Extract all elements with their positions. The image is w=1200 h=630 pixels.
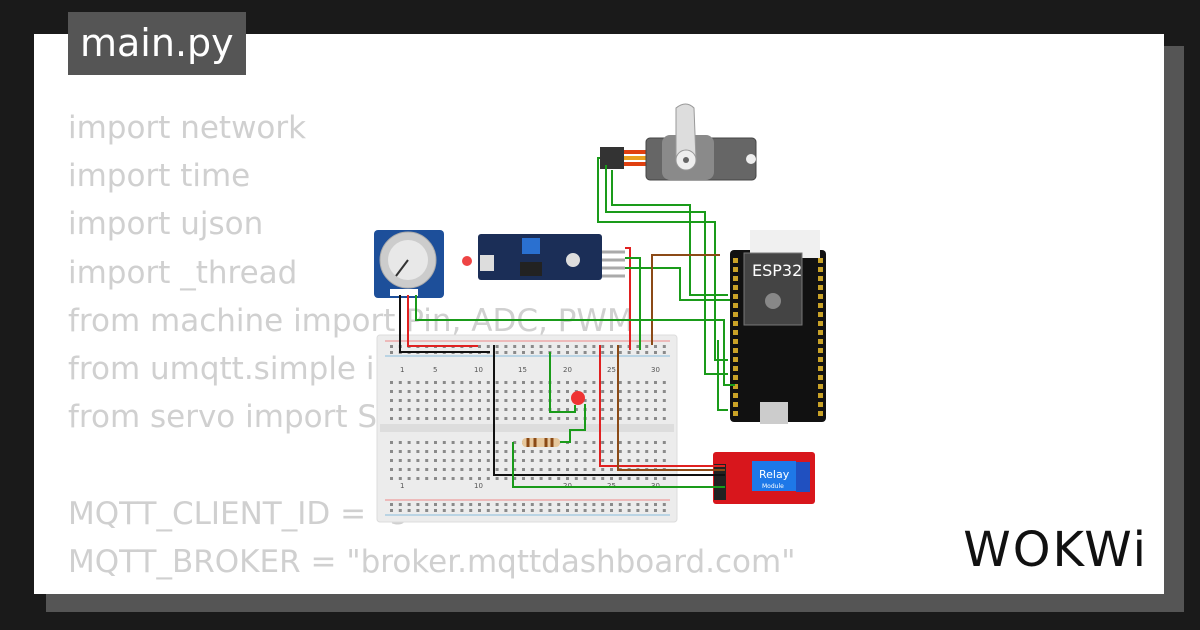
potentiometer[interactable] <box>374 230 444 298</box>
col-label-25: 25 <box>607 366 616 374</box>
code-line: MQTT_TOPIC_SEND = "... <box>68 586 795 594</box>
wires <box>399 157 735 488</box>
servo-motor[interactable] <box>600 103 757 181</box>
red-led[interactable] <box>571 391 585 405</box>
breadboard[interactable]: 1 5 10 15 20 25 30 1 10 20 25 30 <box>376 334 678 523</box>
wokwi-logo: WOKWi <box>963 522 1148 578</box>
col-label-10: 10 <box>474 366 483 374</box>
esp32-pins <box>733 258 823 416</box>
col-label-15: 15 <box>518 366 527 374</box>
relay-label: Relay <box>759 468 790 481</box>
col-label-30: 30 <box>651 366 660 374</box>
relay-sublabel: Module <box>762 483 784 490</box>
breadboard-holes <box>390 345 666 512</box>
col-label-1-bottom: 1 <box>400 482 404 490</box>
code-panel: import network import time import ujson imp… <box>34 34 1164 594</box>
col-label-10-bottom: 10 <box>474 482 483 490</box>
code-line: from machine import Pin, ADC, PWM <box>68 302 634 339</box>
esp32-label: ESP32 <box>752 261 802 280</box>
file-tab[interactable]: main.py <box>68 12 246 75</box>
esp32-board[interactable]: ESP32 <box>730 230 826 424</box>
ldr-sensor-module[interactable] <box>462 234 625 280</box>
usb-port <box>760 402 788 424</box>
code-line: MQTT_CLIENT_ID = "s <box>68 495 407 532</box>
pot-knob-indicator <box>395 259 409 277</box>
relay-module[interactable]: Relay Module <box>713 452 815 504</box>
code-line: import _thread <box>68 254 298 291</box>
servo-horn[interactable] <box>675 103 697 161</box>
code-line: import time <box>68 158 251 195</box>
circuit-diagram[interactable]: 1 5 10 15 20 25 30 1 10 20 25 30 <box>34 34 1164 594</box>
col-label-5: 5 <box>433 366 437 374</box>
col-label-1: 1 <box>400 366 404 374</box>
code-line: import network <box>68 110 307 146</box>
code-line: MQTT_BROKER = "broker.mqttdashboard.com" <box>68 543 796 580</box>
col-label-20: 20 <box>563 366 572 374</box>
code-editor[interactable]: import network import time import ujson imp… <box>68 104 795 594</box>
code-line: import ujson <box>68 206 264 243</box>
servo-connector <box>600 147 624 169</box>
